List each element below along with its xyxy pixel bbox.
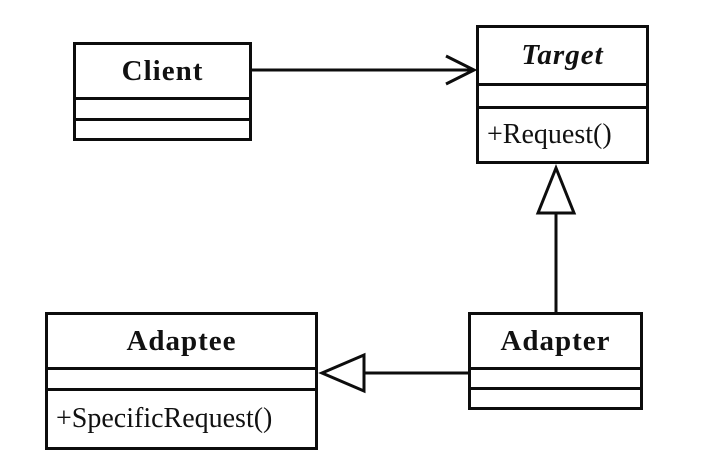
association-arrow-client-to-target bbox=[252, 54, 478, 86]
client-methods-compartment bbox=[76, 118, 249, 138]
target-attributes-compartment bbox=[479, 83, 646, 106]
class-box-target: Target +Request() bbox=[476, 25, 649, 164]
adapter-methods-compartment bbox=[471, 387, 640, 407]
class-name-client: Client bbox=[121, 54, 204, 87]
class-box-adaptee: Adaptee +SpecificRequest() bbox=[45, 312, 318, 450]
adapter-attributes-compartment bbox=[471, 367, 640, 387]
target-method-request: +Request() bbox=[479, 106, 646, 161]
adaptee-attributes-compartment bbox=[48, 367, 315, 388]
class-name-target: Target bbox=[521, 39, 604, 71]
generalization-arrow-adapter-to-target bbox=[535, 163, 577, 312]
class-box-adapter: Adapter bbox=[468, 312, 643, 410]
class-box-client: Client bbox=[73, 42, 252, 141]
client-attributes-compartment bbox=[76, 97, 249, 118]
generalization-arrow-adapter-to-adaptee bbox=[318, 352, 468, 394]
class-name-adapter: Adapter bbox=[500, 324, 611, 357]
adaptee-method-specificrequest: +SpecificRequest() bbox=[48, 388, 315, 447]
class-name-adaptee: Adaptee bbox=[126, 324, 237, 357]
